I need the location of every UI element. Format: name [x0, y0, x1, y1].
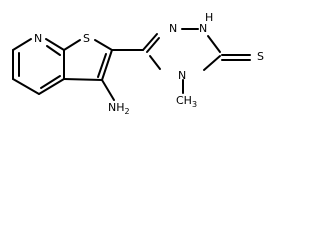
nh2-subscript: 2: [125, 107, 130, 116]
structure-canvas: N S NH2 N H N N CH3 S: [0, 0, 276, 130]
bond: [12, 78, 40, 95]
atom-s-thione: S: [257, 50, 264, 63]
bond: [94, 39, 113, 51]
bond: [97, 53, 107, 78]
bond: [46, 45, 61, 56]
bond: [101, 79, 115, 101]
atom-n-pyridine: N: [34, 32, 42, 45]
atom-nh2: NH2: [108, 101, 130, 116]
atom-h-triazole: H: [205, 11, 213, 24]
bond: [63, 78, 103, 81]
atom-n-triazole-top: N: [169, 22, 177, 35]
atom-ch3: CH3: [176, 94, 197, 109]
atom-s-thiophene: S: [83, 32, 90, 45]
bond: [146, 37, 160, 53]
atom-n-methyl: N: [178, 69, 186, 82]
bond: [38, 78, 65, 95]
bond: [40, 75, 61, 89]
ch3-main-text: CH: [176, 94, 192, 107]
bond: [45, 38, 65, 51]
atom-nh-triazole: N: [199, 22, 207, 35]
bond: [63, 39, 81, 51]
chemical-structure: N S NH2 N H N N CH3 S: [12, 11, 264, 116]
bond: [142, 33, 158, 51]
ch3-subscript: 3: [192, 100, 197, 109]
bond: [203, 55, 221, 71]
bond: [12, 38, 32, 51]
nh2-main-text: NH: [108, 101, 125, 114]
bond: [101, 49, 113, 81]
bond: [207, 35, 221, 53]
bond: [149, 55, 161, 70]
